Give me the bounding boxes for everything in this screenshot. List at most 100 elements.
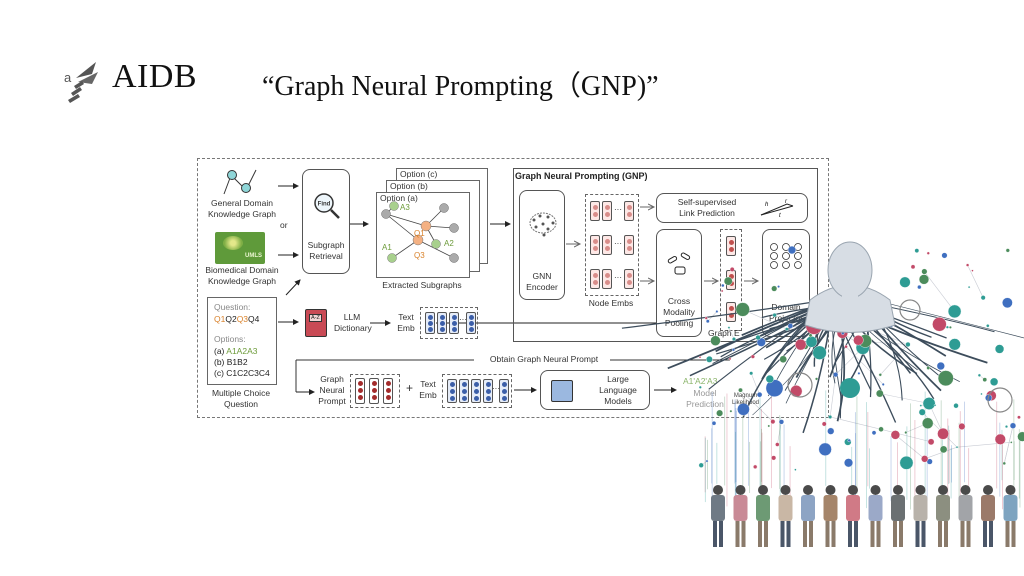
person-head xyxy=(983,485,993,495)
network-node xyxy=(994,344,1005,354)
network-node xyxy=(948,338,961,351)
option-b-line: (b) B1B2 xyxy=(214,357,248,367)
network-node xyxy=(986,324,990,328)
find-label: Find xyxy=(318,202,331,208)
obtain-prompt-label: Obtain Graph Neural Prompt xyxy=(489,354,599,364)
network-node xyxy=(778,419,785,425)
graph-neural-prompt-emb xyxy=(350,374,400,408)
umls-label: UMLS xyxy=(245,253,262,259)
emb-cell xyxy=(425,312,435,334)
network-node xyxy=(875,389,884,398)
find-magnifier-icon: Find xyxy=(314,193,340,219)
network-node xyxy=(787,323,794,329)
q4-token: Q4 xyxy=(248,314,260,324)
person-leg xyxy=(921,521,926,547)
person-leg xyxy=(870,521,875,547)
network-node xyxy=(735,302,750,317)
network-node xyxy=(1005,248,1010,253)
graph-emb-cell xyxy=(726,302,736,322)
q3-token: Q3 xyxy=(236,314,249,324)
text-emb-label-2: Text Emb xyxy=(419,379,437,400)
network-node xyxy=(905,341,911,348)
logo: a xyxy=(62,60,102,104)
person-body xyxy=(868,495,883,521)
network-node xyxy=(844,458,854,468)
person-body xyxy=(756,495,770,521)
brain-network-icon xyxy=(529,212,557,237)
network-node xyxy=(881,382,885,386)
network-node xyxy=(1002,461,1006,466)
person-leg xyxy=(938,521,942,547)
network-node xyxy=(737,402,750,416)
network-node xyxy=(941,252,948,259)
ellipsis: ··· xyxy=(459,315,467,324)
node-emb-cell xyxy=(602,269,612,289)
network-node xyxy=(749,371,754,376)
ellipsis: ··· xyxy=(614,273,622,282)
node-a1: A1 xyxy=(382,243,392,252)
chip-icon xyxy=(551,380,573,402)
network-edge xyxy=(740,389,774,422)
general-kg-label: General Domain Knowledge Graph xyxy=(207,198,277,219)
network-node xyxy=(716,409,724,417)
emb-cell xyxy=(483,379,493,403)
network-node xyxy=(772,312,777,318)
network-node xyxy=(705,355,713,363)
node-emb-cell xyxy=(590,235,600,255)
person-leg xyxy=(876,521,881,547)
network-node xyxy=(980,295,986,301)
person-leg xyxy=(780,521,785,547)
network-node xyxy=(833,372,839,378)
person-leg xyxy=(960,521,965,547)
network-node xyxy=(777,285,781,289)
network-node xyxy=(918,274,930,285)
person-leg xyxy=(764,521,768,547)
network-node xyxy=(933,404,937,407)
mcq-box: Question: Q1Q2Q3Q4 Options: (a) A1A2A3 (… xyxy=(207,297,277,385)
figure-neck xyxy=(842,290,858,304)
network-node xyxy=(765,374,774,384)
network-edge xyxy=(880,428,932,443)
person-leg xyxy=(854,521,858,547)
biomedical-kg-label: Biomedical Domain Knowledge Graph xyxy=(205,265,279,286)
network-node xyxy=(721,283,725,288)
person-leg xyxy=(899,521,903,547)
question-label: Question: xyxy=(214,302,251,312)
network-node xyxy=(910,264,916,270)
link-prediction-box: Self-supervised Link Prediction h r t xyxy=(656,193,808,223)
network-node xyxy=(704,316,708,320)
node-emb-cell xyxy=(590,269,600,289)
network-edge xyxy=(1003,425,1014,464)
network-edge xyxy=(880,344,909,375)
person-head xyxy=(758,485,768,495)
neural-roots-illustration xyxy=(621,241,1024,547)
dictionary-book-icon: A-Z xyxy=(305,309,327,337)
network-node xyxy=(982,377,988,382)
person-body xyxy=(891,495,905,521)
az-label: A-Z xyxy=(309,314,322,322)
network-node xyxy=(1004,425,1009,429)
q2-token: Q2 xyxy=(225,314,237,324)
network-node xyxy=(805,335,818,348)
person-leg xyxy=(713,521,717,547)
network-node xyxy=(939,445,948,454)
network-node xyxy=(828,414,833,419)
text-emb-label-1: Text Emb xyxy=(397,312,415,333)
network-node xyxy=(871,430,877,436)
node-emb-cell xyxy=(624,269,634,289)
node-ring xyxy=(787,372,813,398)
network-node xyxy=(971,269,974,272)
network-node xyxy=(767,424,771,428)
prompt-emb-cell xyxy=(383,378,393,404)
subgraph-retrieval-box: Find Subgraph Retrieval xyxy=(302,169,350,274)
network-edge xyxy=(845,346,884,385)
network-edge xyxy=(750,373,760,395)
person-head xyxy=(780,485,791,495)
network-node xyxy=(729,267,735,272)
person-body xyxy=(936,495,950,521)
person-body xyxy=(1003,495,1018,521)
person-head xyxy=(825,485,836,495)
network-edge xyxy=(895,434,925,460)
person-head xyxy=(915,485,926,495)
network-node xyxy=(756,391,763,398)
